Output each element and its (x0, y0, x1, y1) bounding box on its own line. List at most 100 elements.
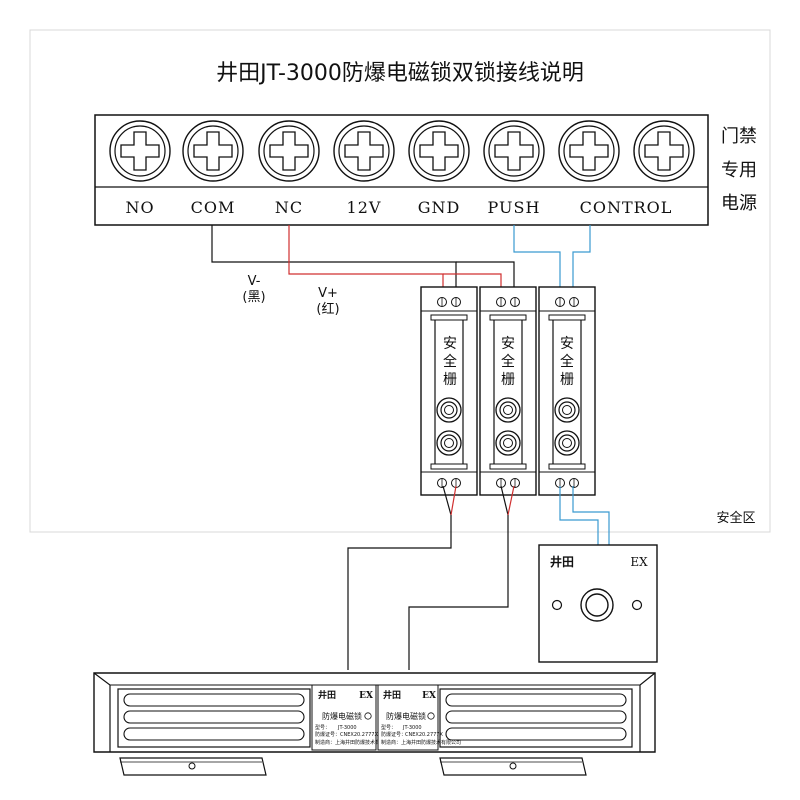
armature-plate-left-hole-icon (188, 762, 196, 770)
terminal-screw-2-icon (182, 120, 244, 182)
lock-right-slots (445, 693, 627, 741)
safety-barrier-1 (420, 286, 478, 496)
screw-cross (419, 131, 459, 171)
wires-lower (347, 485, 610, 670)
power-side-label-2: 专用 (721, 160, 757, 181)
wire-com-black-branch (456, 261, 515, 296)
magnetic-lock: 井田 EX 防爆电磁锁 型号： JT-3000 防爆证号： CNEX20.277… (93, 672, 656, 753)
power-side-label-3: 电源 (721, 193, 757, 214)
plate-right-ex: EX (422, 691, 436, 701)
v-plus-label: V+ (318, 286, 338, 301)
screw-cross (644, 131, 684, 171)
barrier-1-char-3: 栅 (443, 372, 457, 388)
wires-upper (211, 225, 591, 296)
plate-right-model: JT-3000 (402, 725, 422, 731)
exit-button-icon (585, 593, 609, 617)
lock-coil-slot (123, 693, 305, 707)
terminal-screw-6-icon (483, 120, 545, 182)
plate-right-cert-label: 防爆证号： (381, 731, 406, 738)
barrier-knob-center-icon (444, 438, 454, 448)
terminal-label-control: CONTROL (580, 198, 673, 217)
v-minus-label: V- (248, 274, 261, 289)
plate-left-model-label: 型号： (315, 724, 330, 731)
plate-right-model-label: 型号： (381, 724, 396, 731)
barrier-knob-center-icon (562, 405, 572, 415)
lock-coil-slot (123, 727, 305, 741)
plate-left-ex: EX (359, 691, 373, 701)
terminal-label-12v: 12V (347, 198, 382, 217)
wire-button-blue-1 (559, 486, 599, 545)
barrier-3-char-1: 安 (560, 336, 574, 352)
barrier-3-char-2: 全 (560, 353, 574, 370)
button-box-ex: EX (630, 555, 648, 569)
safety-barriers (420, 286, 596, 496)
barrier-knob-center-icon (562, 438, 572, 448)
button-box-screw-left-icon (551, 599, 563, 611)
plate-right-maker: 制造商：上海井田防爆技术有限公司 (381, 739, 461, 746)
armature-plate-right-hole-icon (509, 762, 517, 770)
barrier-3-char-3: 栅 (560, 372, 574, 388)
terminal-screw-5-icon (408, 120, 470, 182)
diagram-title: 井田JT-3000防爆电磁锁双锁接线说明 (216, 61, 584, 86)
lock-coil-slot (445, 727, 627, 741)
plate-right-brand: 井田 (383, 689, 401, 701)
exit-button-box: 井田 EX (538, 544, 658, 663)
wire-com-black (211, 225, 457, 296)
plate-left-ground-icon (364, 712, 372, 720)
screw-cross (269, 131, 309, 171)
safety-barrier-3 (538, 286, 596, 496)
wire-lock-1-red (450, 485, 457, 516)
screw-cross (344, 131, 384, 171)
power-side-label-1: 门禁 (721, 126, 757, 147)
screw-cross (494, 131, 534, 171)
v-plus-color-label: (红) (316, 301, 339, 317)
lock-coil-slot (123, 710, 305, 724)
plate-left-cert: CNEX20.2777X (340, 732, 378, 738)
terminal-block: NO COM NC 12V GND PUSH CONTROL (94, 114, 709, 226)
terminal-label-gnd: GND (418, 198, 461, 217)
terminal-screw-3-icon (258, 120, 320, 182)
plate-right-ground-icon (427, 712, 435, 720)
terminal-label-push: PUSH (488, 198, 541, 217)
plate-left-maker: 制造商：上海井田防爆技术有限公司 (315, 739, 395, 746)
barrier-top-cap (489, 314, 527, 321)
safe-zone-frame (29, 29, 771, 533)
wire-lock-2-red (507, 485, 515, 516)
plate-right-name: 防爆电磁锁 (386, 711, 426, 721)
wire-button-blue-2 (572, 486, 610, 545)
v-minus-color-label: (黑) (242, 290, 265, 305)
button-box-screw-right-icon (631, 599, 643, 611)
barrier-bottom-cap (430, 463, 468, 470)
lock-left-slots (123, 693, 305, 741)
armature-plates (119, 757, 587, 776)
button-box-brand: 井田 (550, 554, 574, 569)
terminal-screw-8-icon (633, 120, 695, 182)
barrier-2-char-2: 全 (501, 353, 515, 370)
terminal-label-nc: NC (275, 198, 303, 217)
wire-control-blue (572, 225, 591, 296)
terminal-label-no: NO (125, 198, 154, 217)
lock-coil-slot (445, 693, 627, 707)
terminal-screws (109, 120, 695, 182)
plate-left-cert-label: 防爆证号： (315, 731, 340, 738)
plate-left-model: JT-3000 (337, 725, 357, 731)
terminal-screw-7-icon (558, 120, 620, 182)
barrier-1-char-1: 安 (443, 336, 457, 352)
barrier-1-char-2: 全 (443, 353, 457, 370)
wire-lock-1-black (347, 485, 452, 670)
wire-nc-red (288, 225, 444, 296)
lock-coil-slot (445, 710, 627, 724)
wire-lock-2-black (408, 485, 509, 670)
barrier-knob-center-icon (444, 405, 454, 415)
safety-barrier-2 (479, 286, 537, 496)
screw-cross (569, 131, 609, 171)
terminal-screw-1-icon (109, 120, 171, 182)
terminal-screw-4-icon (333, 120, 395, 182)
screw-cross (193, 131, 233, 171)
barrier-2-char-3: 栅 (501, 372, 515, 388)
plate-left-name: 防爆电磁锁 (322, 711, 362, 721)
screw-cross (120, 131, 160, 171)
barrier-knob-center-icon (503, 405, 513, 415)
barrier-top-cap (548, 314, 586, 321)
